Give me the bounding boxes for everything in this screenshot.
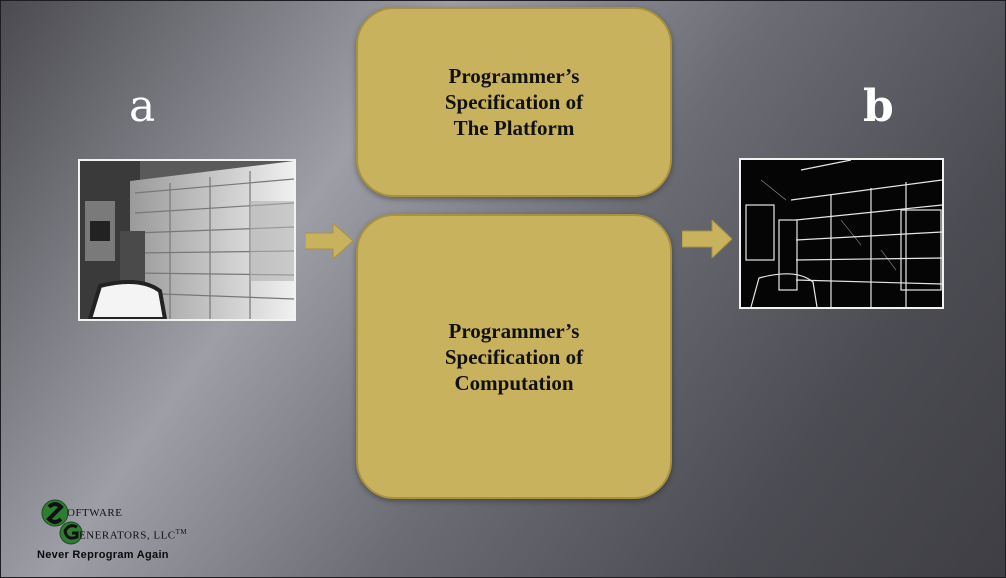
brick-wall-photo-image <box>80 161 294 319</box>
edge-detected-photo-image <box>741 160 942 307</box>
logo-emblem-icon <box>41 499 83 545</box>
logo-text-line2: ENERATORS, LLCTM <box>79 528 187 542</box>
logo-tagline: Never Reprogram Again <box>37 549 169 561</box>
label-b: b <box>863 81 894 132</box>
trademark-mark: TM <box>175 528 188 536</box>
box-text-line: Specification of <box>444 344 584 369</box>
logo-company-name: ENERATORS, LLC <box>79 529 176 542</box>
input-photo <box>78 159 296 321</box>
output-edge-photo <box>739 158 944 309</box>
box-text-line: Programmer’s <box>448 318 580 343</box>
arrow-right-icon <box>305 223 353 259</box>
logo-text-line1: OFTWARE <box>67 507 123 519</box>
box-text-line: Programmer’s <box>448 64 580 88</box>
box-text-line: The Platform <box>453 116 575 140</box>
arrow-right-icon <box>682 220 732 258</box>
box-text-line: Specification of <box>444 90 584 114</box>
company-logo: OFTWARE ENERATORS, LLCTM Never Reprogram… <box>37 491 217 571</box>
computation-spec-box: Programmer’s Specification of Computatio… <box>356 214 672 499</box>
box-text-line: Computation <box>454 370 574 395</box>
platform-spec-box: Programmer’s Specification of The Platfo… <box>356 7 672 197</box>
label-a: a <box>129 81 156 132</box>
